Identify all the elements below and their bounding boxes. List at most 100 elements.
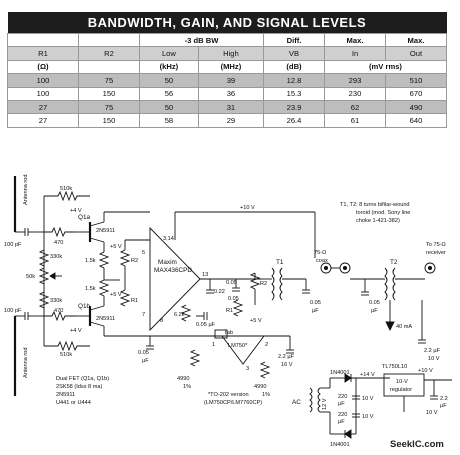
bandwidth-table: BANDWIDTH, GAIN, AND SIGNAL LEVELS -3 dB… <box>7 12 447 128</box>
resistor-6k2 <box>180 304 192 322</box>
label-t1: T1 <box>276 259 284 266</box>
label-510k-bottom: 510k <box>60 352 72 358</box>
power-transformer-secondary <box>317 387 321 413</box>
resistor-1k5-bottom <box>98 279 110 297</box>
table-cell: 510 <box>385 73 447 88</box>
label-reg-line1: 10-V <box>396 379 408 385</box>
cap-uf-t2: µF <box>371 308 378 314</box>
table-header-row-1: -3 dB BW Diff. Max. Max. <box>7 32 447 48</box>
label-4990-left: 4990 <box>177 376 189 382</box>
table-cell: 670 <box>385 86 447 101</box>
table-cell: 27 <box>7 99 79 115</box>
resistor-1k5-top <box>98 251 110 269</box>
label-reg-part: TL750L10 <box>382 364 407 370</box>
table-row: 27 75 50 31 23.9 62 490 <box>7 99 447 115</box>
table-cell: 150 <box>78 86 140 101</box>
transformer-t2-secondary <box>392 267 396 301</box>
table-header-cell: R1 <box>7 46 79 61</box>
table-cell: 75 <box>78 73 140 88</box>
label-10v-out: +10 V <box>418 368 433 374</box>
label-5v-left-top: +5 V <box>110 244 122 250</box>
fet-note-4: U441 or U444 <box>56 400 91 406</box>
label-d-top: 1N4001 <box>330 370 350 376</box>
label-ac: AC <box>292 399 301 406</box>
label-r1-left: R1 <box>131 298 138 304</box>
table-unit-cell: (mV rms) <box>324 59 447 75</box>
note-t1t2-3: choke 1-421-382) <box>356 218 400 224</box>
table-cell: 100 <box>7 73 79 88</box>
diode-top <box>344 373 352 383</box>
resistor-r2-left <box>119 249 131 267</box>
table-header-cell: -3 dB BW <box>139 32 264 48</box>
table-cell: 36 <box>197 86 265 101</box>
label-1k5-top: 1.5k <box>85 258 96 264</box>
fet-note-2: 2SK58 (Idss 8 ma) <box>56 384 102 390</box>
pin-1: 1 <box>212 342 215 348</box>
label-r2-left: R2 <box>131 258 138 264</box>
cap-005-c: 0.05 <box>228 296 239 302</box>
diode-bottom <box>344 429 352 439</box>
op-amp-max436 <box>149 226 201 332</box>
label-5v-right: +5 V <box>250 318 262 324</box>
table-header-cell: High <box>197 46 265 61</box>
amp-pin-top: 3,14 <box>163 236 174 242</box>
resistor-4990-left <box>189 349 201 367</box>
cap-reg-b: µF <box>440 403 447 409</box>
label-6k2: 6.2k <box>174 312 185 318</box>
label-4990-right-tol: 1% <box>262 392 270 398</box>
cap-100pf-bottom: 100 pF <box>4 308 22 314</box>
table-cell: 58 <box>139 113 199 128</box>
label-10v-top: +10 V <box>240 205 255 211</box>
fet-note-3: 2N5911 <box>56 392 75 398</box>
table-cell: 50 <box>139 99 199 115</box>
cap-22uf-v: 16 V <box>281 362 293 368</box>
cap-22uf-right: 2.2 µF <box>424 348 441 354</box>
table-unit-cell: (kHz) <box>139 59 199 75</box>
cap-022: 0.22 <box>214 289 225 295</box>
table-header-cell: Max. <box>324 32 386 48</box>
table-header-cell: VB <box>263 46 325 61</box>
table-cell: 31 <box>197 99 265 115</box>
table-units-row: (Ω) (kHz) (MHz) (dB) (mV rms) <box>7 59 447 75</box>
cap-reg: 2.2 <box>440 396 448 402</box>
receiver-connector <box>424 262 436 274</box>
pin-2: 2 <box>265 342 268 348</box>
table-unit-cell: (dB) <box>263 59 325 75</box>
regulator-tab <box>214 329 228 339</box>
table-unit-cell: (MHz) <box>197 59 265 75</box>
label-d-bottom: 1N4001 <box>330 442 350 448</box>
transformer-t1-primary <box>271 267 275 301</box>
resistor-330k-top <box>38 249 50 267</box>
resistor-r1-right <box>232 299 244 317</box>
label-4v-top: +4 V <box>70 208 82 214</box>
cap-10v-1: 10 V <box>362 396 374 402</box>
label-reg-line2: regulator <box>390 387 412 393</box>
label-transformer-v: 12 V <box>322 398 328 410</box>
table-cell: 56 <box>139 86 199 101</box>
table-cell: 62 <box>324 99 386 115</box>
table-cell: 29 <box>197 113 265 128</box>
resistor-r2-right <box>249 272 261 290</box>
label-330k-top: 330k <box>50 254 62 260</box>
cap-005-b: 0.05 µF <box>196 322 216 328</box>
table-unit-cell <box>78 59 140 75</box>
table-banner: BANDWIDTH, GAIN, AND SIGNAL LEVELS <box>7 12 447 34</box>
antenna-label-bottom: Antenna rod <box>23 348 29 378</box>
watermark: SeekIC.com <box>390 439 444 450</box>
label-lm750: LM750* <box>228 343 248 349</box>
resistor-470-bottom <box>44 310 76 322</box>
resistor-470-top <box>44 226 76 238</box>
amp-name: Maxim <box>158 259 177 266</box>
label-r2-right: R2 <box>260 281 267 287</box>
potentiometer-50k <box>38 267 50 285</box>
label-470-bottom: 470 <box>54 308 63 314</box>
cap-10v-2: 10 V <box>362 414 374 420</box>
amp-pin-5: 5 <box>142 250 145 256</box>
to202-note-2: (LM750CP/LM7760CP) <box>204 400 262 406</box>
label-q1b: Q1b <box>78 303 91 310</box>
resistor-r1-left <box>119 289 131 307</box>
note-t1t2-2: toroid (mod. Sony line <box>356 210 410 216</box>
cap-220-2b: µF <box>338 419 345 425</box>
label-510k-top: 510k <box>60 186 72 192</box>
label-1k5-bottom: 1.5k <box>85 286 96 292</box>
